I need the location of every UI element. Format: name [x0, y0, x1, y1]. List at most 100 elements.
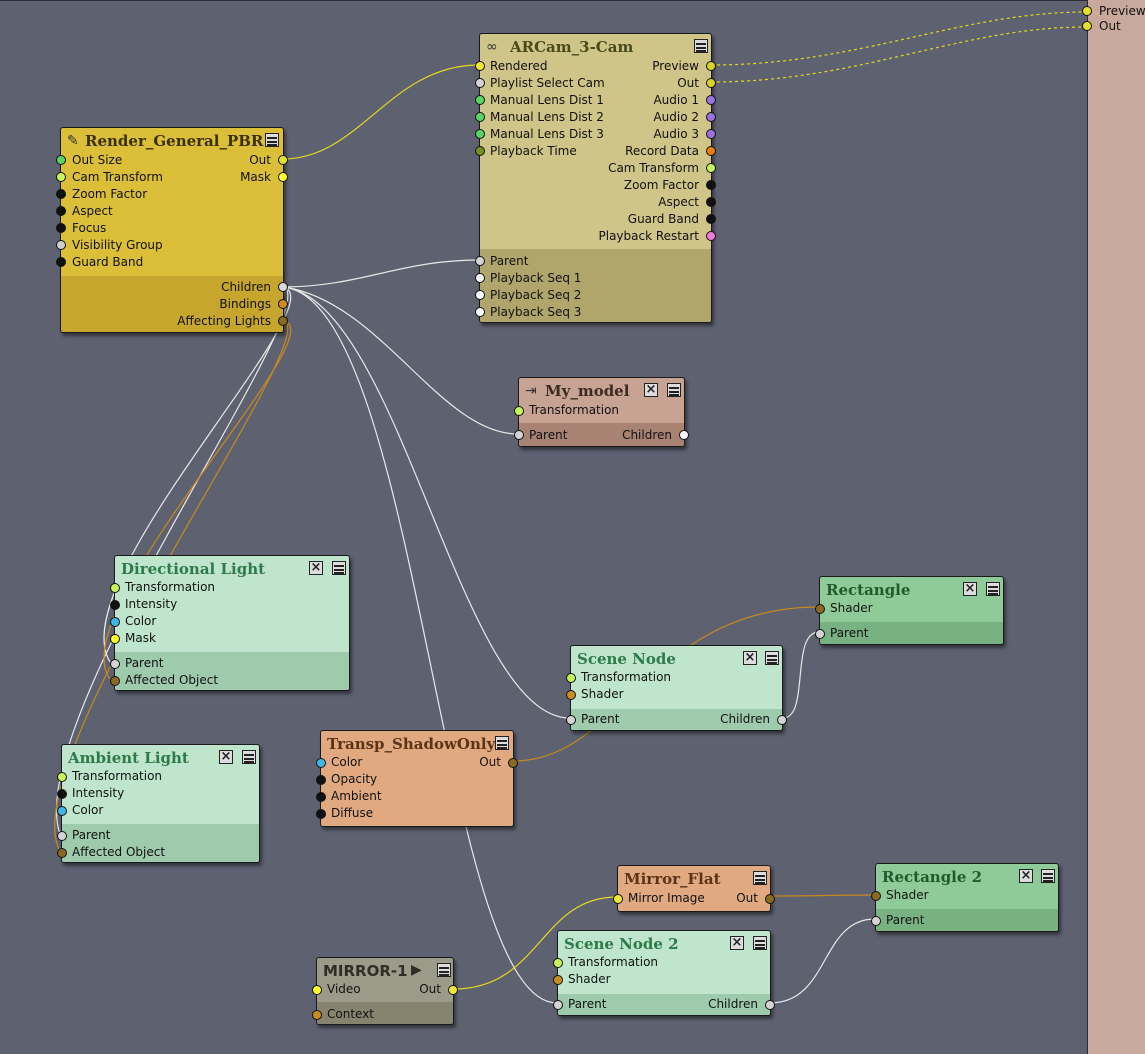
- input-port[interactable]: [56, 189, 66, 199]
- node-rectangle-2[interactable]: Rectangle 2 × Shader Parent: [871, 863, 1059, 932]
- node-scene-node-2[interactable]: Scene Node 2 × Transformation Shader Par…: [553, 930, 775, 1016]
- input-port[interactable]: [56, 223, 66, 233]
- input-port[interactable]: [57, 806, 67, 816]
- input-port[interactable]: [475, 290, 485, 300]
- input-port[interactable]: [553, 975, 563, 985]
- input-port[interactable]: [475, 78, 485, 88]
- menu-icon[interactable]: [765, 651, 779, 665]
- panel-preview-port[interactable]: [1082, 6, 1092, 16]
- close-icon[interactable]: ×: [309, 560, 323, 575]
- output-port[interactable]: [706, 214, 716, 224]
- input-port[interactable]: [815, 604, 825, 614]
- output-port[interactable]: [765, 1000, 775, 1010]
- input-port[interactable]: [110, 634, 120, 644]
- node-render-general-pbr[interactable]: ✎ Render_General_PBR Out Size Cam Transf…: [56, 127, 288, 333]
- input-port[interactable]: [475, 146, 485, 156]
- input-port[interactable]: [871, 891, 881, 901]
- output-port[interactable]: [706, 163, 716, 173]
- input-port[interactable]: [56, 206, 66, 216]
- input-port[interactable]: [566, 690, 576, 700]
- input-port[interactable]: [316, 775, 326, 785]
- input-port[interactable]: [475, 129, 485, 139]
- node-directional-light[interactable]: Directional Light × Transformation Inten…: [110, 555, 350, 691]
- output-port[interactable]: [278, 172, 288, 182]
- menu-icon[interactable]: [242, 750, 256, 764]
- input-port[interactable]: [110, 676, 120, 686]
- input-port[interactable]: [110, 600, 120, 610]
- input-port[interactable]: [553, 1000, 563, 1010]
- node-my-model[interactable]: ⇥ My_model × Transformation Parent Child…: [514, 377, 689, 447]
- menu-icon[interactable]: [667, 383, 681, 397]
- menu-icon[interactable]: [265, 133, 279, 147]
- output-port[interactable]: [679, 430, 689, 440]
- menu-icon[interactable]: [694, 39, 708, 53]
- output-port[interactable]: [508, 758, 518, 768]
- input-port[interactable]: [57, 772, 67, 782]
- node-scene-node[interactable]: Scene Node × Transformation Shader Paren…: [566, 645, 787, 731]
- output-port[interactable]: [706, 112, 716, 122]
- output-port[interactable]: [706, 197, 716, 207]
- output-port[interactable]: [777, 715, 787, 725]
- menu-icon[interactable]: [753, 936, 767, 950]
- close-icon[interactable]: ×: [1019, 868, 1033, 883]
- input-port[interactable]: [56, 257, 66, 267]
- input-port[interactable]: [871, 916, 881, 926]
- input-port[interactable]: [475, 112, 485, 122]
- input-port[interactable]: [56, 240, 66, 250]
- menu-icon[interactable]: [753, 871, 767, 885]
- input-port[interactable]: [613, 894, 623, 904]
- output-port[interactable]: [706, 78, 716, 88]
- input-port[interactable]: [566, 673, 576, 683]
- input-port[interactable]: [57, 789, 67, 799]
- input-port[interactable]: [57, 831, 67, 841]
- output-port[interactable]: [706, 180, 716, 190]
- menu-icon[interactable]: [986, 582, 1000, 596]
- close-icon[interactable]: ×: [219, 749, 233, 764]
- output-port[interactable]: [278, 299, 288, 309]
- node-rectangle[interactable]: Rectangle × Shader Parent: [815, 576, 1004, 645]
- input-port[interactable]: [475, 307, 485, 317]
- menu-icon[interactable]: [437, 963, 451, 977]
- output-port[interactable]: [706, 231, 716, 241]
- input-port[interactable]: [110, 583, 120, 593]
- node-mirror-1[interactable]: MIRROR-1 ▶ Video Out Context: [312, 957, 458, 1025]
- input-port[interactable]: [312, 1010, 322, 1020]
- close-icon[interactable]: ×: [644, 382, 658, 397]
- panel-out-port[interactable]: [1082, 21, 1092, 31]
- node-mirror-flat[interactable]: Mirror_Flat Mirror Image Out: [613, 865, 775, 912]
- close-icon[interactable]: ×: [730, 935, 744, 950]
- input-port[interactable]: [475, 95, 485, 105]
- output-port[interactable]: [448, 985, 458, 995]
- input-port[interactable]: [475, 61, 485, 71]
- menu-icon[interactable]: [1041, 869, 1055, 883]
- input-port[interactable]: [316, 758, 326, 768]
- input-port[interactable]: [57, 848, 67, 858]
- input-port[interactable]: [110, 617, 120, 627]
- output-port[interactable]: [278, 282, 288, 292]
- close-icon[interactable]: ×: [743, 650, 757, 665]
- menu-icon[interactable]: [332, 561, 346, 575]
- node-transp-shadowonly[interactable]: Transp_ShadowOnly Color Opacity Ambient …: [316, 730, 518, 827]
- input-port[interactable]: [316, 809, 326, 819]
- output-port[interactable]: [706, 61, 716, 71]
- output-port[interactable]: [706, 146, 716, 156]
- input-port[interactable]: [514, 406, 524, 416]
- close-icon[interactable]: ×: [963, 581, 977, 596]
- input-port[interactable]: [316, 792, 326, 802]
- output-port[interactable]: [765, 894, 775, 904]
- output-port[interactable]: [278, 155, 288, 165]
- input-port[interactable]: [475, 273, 485, 283]
- play-icon[interactable]: ▶: [411, 962, 422, 978]
- input-port[interactable]: [475, 256, 485, 266]
- output-port[interactable]: [706, 95, 716, 105]
- input-port[interactable]: [56, 155, 66, 165]
- node-arcam-3-cam[interactable]: ∞ ARCam_3-Cam Rendered Playlist Select C…: [475, 33, 716, 323]
- menu-icon[interactable]: [495, 736, 509, 750]
- input-port[interactable]: [566, 715, 576, 725]
- output-port[interactable]: [706, 129, 716, 139]
- input-port[interactable]: [815, 629, 825, 639]
- input-port[interactable]: [514, 430, 524, 440]
- node-ambient-light[interactable]: Ambient Light × Transformation Intensity…: [57, 744, 260, 863]
- input-port[interactable]: [56, 172, 66, 182]
